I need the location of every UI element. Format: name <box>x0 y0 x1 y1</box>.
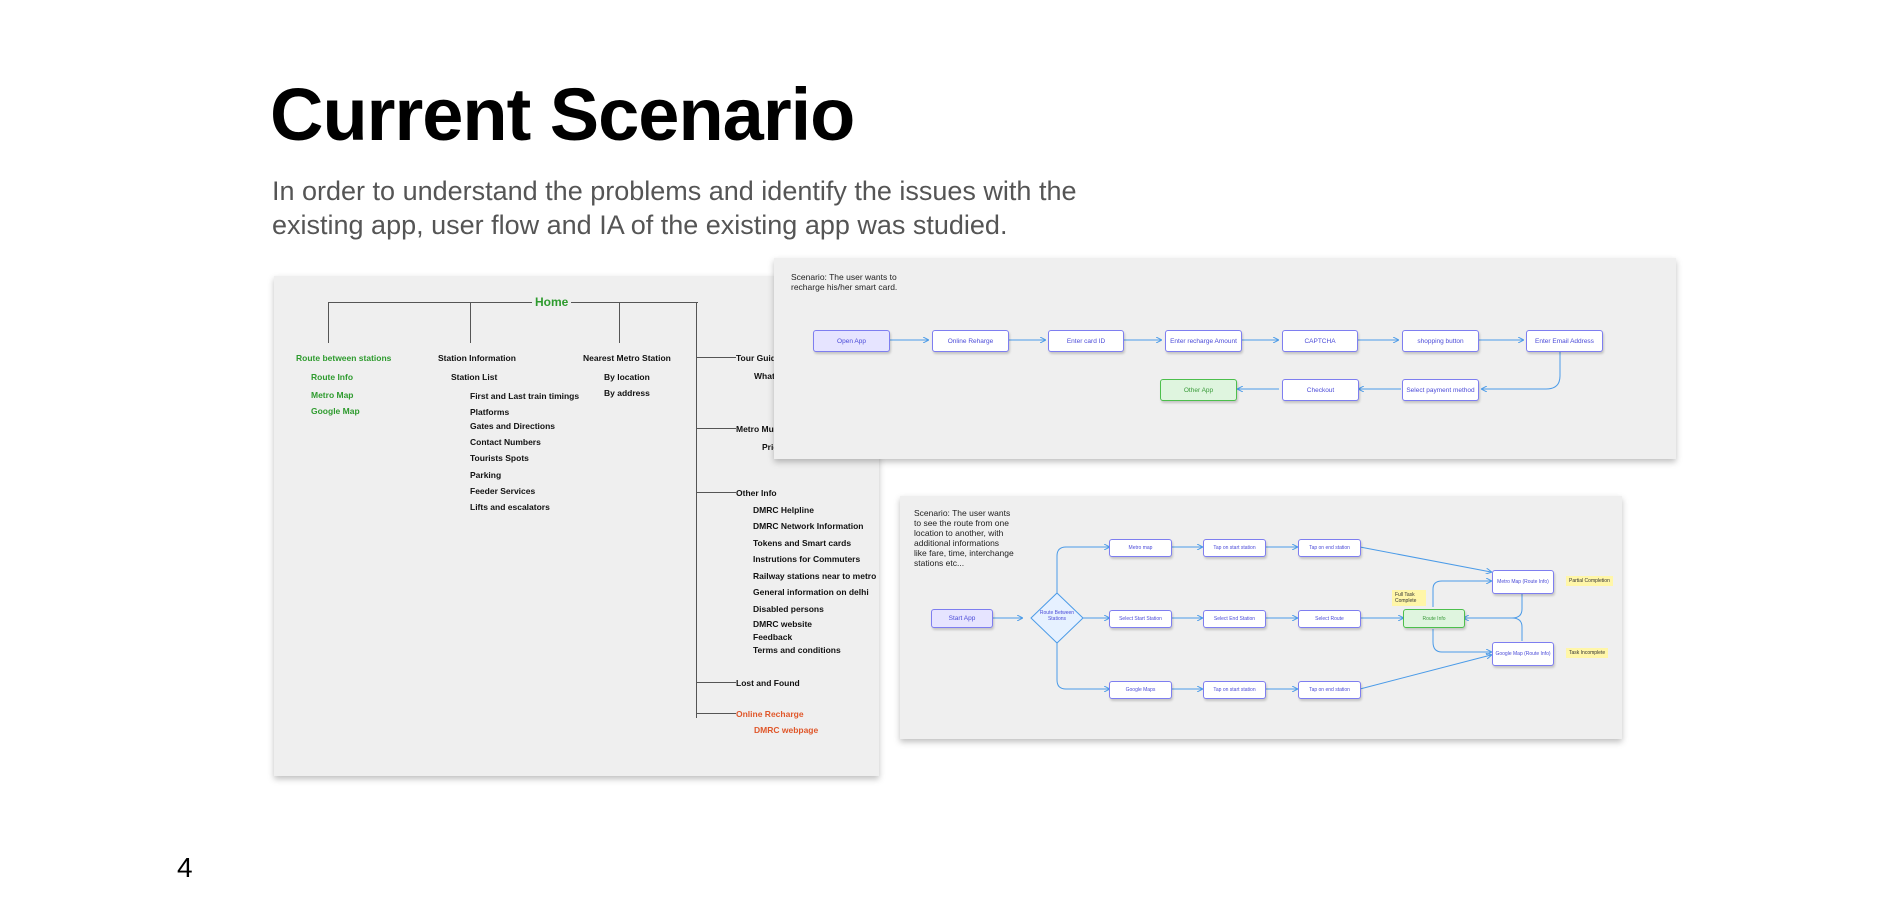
route-top-step: Tap on start station <box>1203 539 1266 557</box>
ia-metro-museum: Metro Mus <box>736 424 779 434</box>
ia-other-child: General information on delhi <box>753 587 869 597</box>
ia-tour-connector <box>696 357 736 358</box>
ia-top-connector <box>328 302 698 303</box>
recharge-step: Enter Email Address <box>1526 330 1603 352</box>
recharge-step: Online Reharge <box>932 330 1009 352</box>
recharge-arrow <box>1482 351 1561 389</box>
route-arrow <box>1359 546 1491 572</box>
recharge-step-end: Other App <box>1160 379 1237 401</box>
route-arrow <box>1511 617 1523 641</box>
ia-station-label: Station Information <box>438 353 516 363</box>
route-decision-diamond <box>1030 592 1084 644</box>
ia-route-connector <box>328 302 329 343</box>
ia-online-recharge: Online Recharge <box>736 709 804 719</box>
recharge-step: shopping button <box>1402 330 1479 352</box>
recharge-step: Checkout <box>1282 379 1359 401</box>
ia-other-child: Feedback <box>753 632 793 642</box>
ia-tour-guide: Tour Guide <box>736 353 781 363</box>
ia-station-child: Tourists Spots <box>470 453 529 463</box>
route-flow-arrows <box>991 496 1523 739</box>
ia-station-child: Lifts and escalators <box>470 502 550 512</box>
ia-lost-found: Lost and Found <box>736 678 800 688</box>
route-arrow <box>1432 629 1491 652</box>
ia-spine-connector <box>696 302 697 718</box>
ia-other-child: DMRC website <box>753 619 813 629</box>
ia-station-child: Contact Numbers <box>470 437 541 447</box>
recharge-step: CAPTCHA <box>1282 330 1358 352</box>
ia-station-connector <box>470 302 471 343</box>
slide-title: Current Scenario <box>270 73 855 156</box>
ia-station-child: Platforms <box>470 407 510 417</box>
route-top-step: Tap on end station <box>1298 539 1361 557</box>
ia-other-child: Disabled persons <box>753 604 824 614</box>
route-decision-label: Route Between Stations <box>1039 610 1075 622</box>
ia-other-child: Tokens and Smart cards <box>753 538 852 548</box>
note-full-completion: Full Task Complete <box>1392 590 1426 606</box>
ia-other-child: Terms and conditions <box>753 645 841 655</box>
page-number: 4 <box>177 852 193 883</box>
recharge-step: Open App <box>813 330 890 352</box>
route-mid-step: Select End Station <box>1203 610 1266 628</box>
route-scenario: Scenario: The user wants to see the rout… <box>914 508 1014 568</box>
route-arrow <box>1056 547 1109 593</box>
recharge-flow-panel: Scenario: The user wants to recharge his… <box>774 258 1676 459</box>
ia-station-child: Feeder Services <box>470 486 536 496</box>
ia-museum-connector <box>696 428 736 429</box>
ia-home: Home <box>532 295 572 309</box>
ia-nearest-child: By address <box>604 388 650 398</box>
ia-route-child: Metro Map <box>311 390 354 400</box>
ia-station-child: Parking <box>470 470 502 480</box>
ia-other-info: Other Info <box>736 488 777 498</box>
ia-station-list: Station List <box>451 372 498 382</box>
route-arrow <box>1432 581 1491 607</box>
route-arrow <box>1359 655 1491 690</box>
recharge-step: Enter card ID <box>1048 330 1124 352</box>
ia-station-child: Gates and Directions <box>470 421 556 431</box>
route-arrow <box>1464 593 1523 618</box>
ia-route-label: Route between stations <box>296 353 392 363</box>
ia-other-child: Railway stations near to metro <box>753 571 877 581</box>
ia-other-connector <box>696 492 736 493</box>
ia-route-child: Route Info <box>311 372 354 382</box>
recharge-flow-arrows <box>890 258 1561 459</box>
ia-nearest-child: By location <box>604 372 650 382</box>
note-partial-completion: Partial Completion <box>1566 576 1613 586</box>
route-flow-panel: Scenario: The user wants to see the rout… <box>900 496 1622 739</box>
ia-recharge-connector <box>696 713 736 714</box>
route-bottom-step: Tap on start station <box>1203 681 1266 699</box>
ia-other-child: DMRC Helpline <box>753 505 814 515</box>
route-bottom-step: Tap on end station <box>1298 681 1361 699</box>
slide-subtitle: In order to understand the problems and … <box>272 176 1077 240</box>
route-arrow <box>1056 643 1109 689</box>
ia-other-child: Instrutions for Commuters <box>753 554 861 564</box>
ia-lost-connector <box>696 682 736 683</box>
ia-other-child: DMRC Network Information <box>753 521 864 531</box>
recharge-step: Select payment method <box>1402 379 1479 401</box>
route-mid-step: Select Route <box>1298 610 1361 628</box>
google-map-info-box: Google Map (Route Info) <box>1492 642 1554 666</box>
note-task-incomplete: Task Incomplete <box>1566 648 1609 658</box>
ia-route-child: Google Map <box>311 406 360 416</box>
ia-nearest-label: Nearest Metro Station <box>583 353 671 363</box>
metro-map-info-box: Metro Map (Route Info) <box>1492 570 1554 594</box>
ia-dmrc-webpage: DMRC webpage <box>754 725 819 735</box>
route-top-step: Metro map <box>1109 539 1172 557</box>
ia-station-child: First and Last train timings <box>470 391 580 401</box>
ia-nearest-connector <box>619 302 620 343</box>
recharge-step: Enter recharge Amount <box>1165 330 1242 352</box>
route-start: Start App <box>931 609 993 628</box>
route-info-box: Route Info <box>1403 609 1465 628</box>
route-bottom-step: Google Maps <box>1109 681 1172 699</box>
ia-museum-child: Pric <box>762 442 779 452</box>
recharge-scenario: Scenario: The user wants to recharge his… <box>791 272 898 292</box>
route-mid-step: Select Start Station <box>1109 610 1172 628</box>
ia-tour-child: What t <box>754 371 780 381</box>
